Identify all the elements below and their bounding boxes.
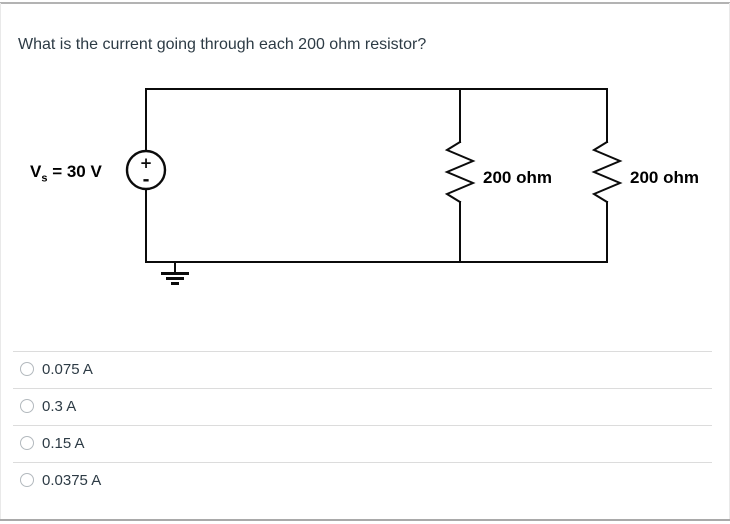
panel-top-border [0,2,730,4]
minus-sign: - [142,170,149,190]
plus-sign: + [140,154,153,172]
answer-option-2[interactable]: 0.3 A [0,388,730,425]
radio-button-icon[interactable] [20,436,34,450]
resistor2-zigzag-icon [591,140,623,204]
radio-button-icon[interactable] [20,473,34,487]
source-voltage-label: Vs = 30 V [30,162,102,184]
circuit-diagram: + - [125,88,623,285]
panel-left-border [0,3,1,519]
option-divider [13,388,712,389]
answer-option-3[interactable]: 0.15 A [0,425,730,462]
answer-option-4[interactable]: 0.0375 A [0,462,730,499]
ground-icon [161,261,189,285]
source-voltage-value: = 30 V [47,162,102,181]
radio-button-icon[interactable] [20,399,34,413]
source-voltage-subscript: s [41,172,48,185]
panel-bottom-border [0,519,730,521]
resistor2-label: 200 ohm [630,168,699,187]
radio-button-icon[interactable] [20,362,34,376]
resistor1-label: 200 ohm [483,168,552,187]
option-label[interactable]: 0.0375 A [42,472,102,489]
option-divider [13,351,712,352]
question-text: What is the current going through each 2… [18,36,427,53]
resistor1-zigzag-icon [444,140,476,204]
source-voltage-prefix: V [30,162,42,181]
option-divider [13,425,712,426]
option-label[interactable]: 0.075 A [42,361,93,378]
option-label[interactable]: 0.3 A [42,398,77,415]
voltage-source-icon [125,149,167,191]
answer-option-1[interactable]: 0.075 A [0,351,730,388]
option-label[interactable]: 0.15 A [42,435,85,452]
option-divider [13,462,712,463]
answer-options-list: 0.075 A 0.3 A 0.15 A 0.0375 A [0,351,730,499]
